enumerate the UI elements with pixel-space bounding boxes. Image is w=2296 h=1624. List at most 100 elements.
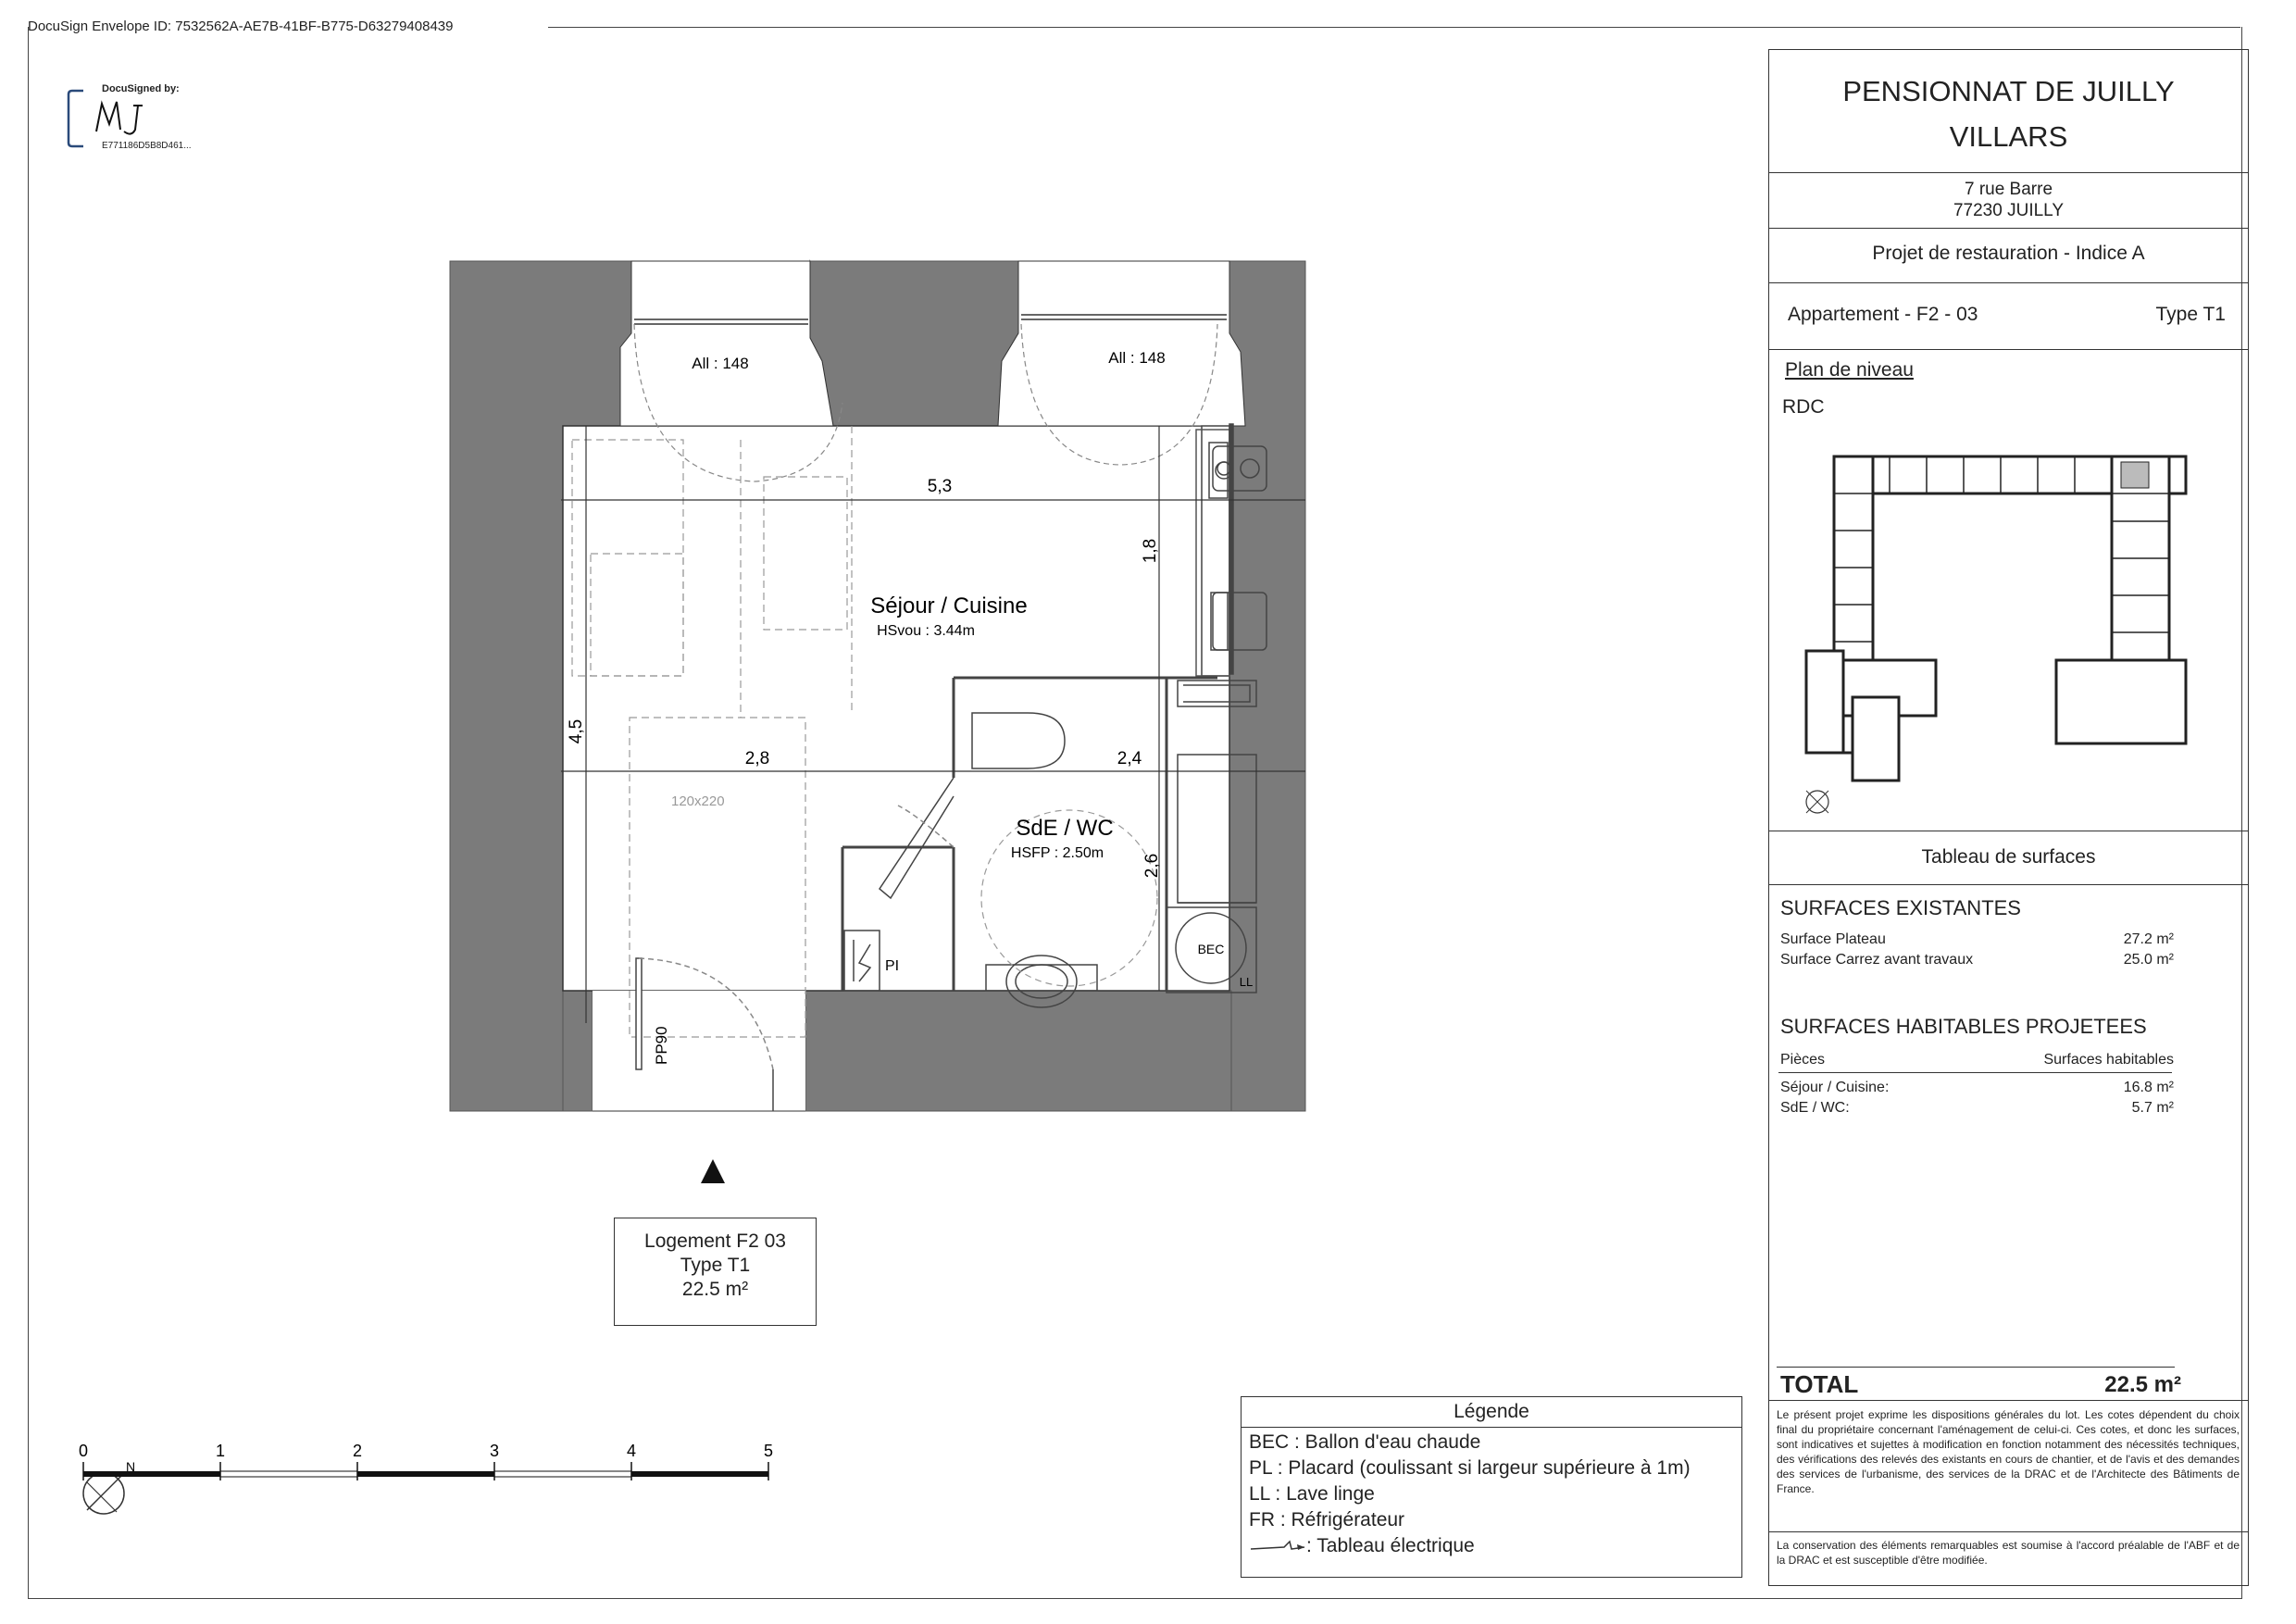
bathroom-sink [985, 955, 1098, 1008]
project-title-line2: VILLARS [1949, 120, 2068, 153]
pl-label: PI [885, 958, 899, 974]
apartment-label: Appartement - F2 - 03 [1788, 304, 1978, 325]
level-label: RDC [1782, 396, 1825, 418]
dim-right: 2,4 [1117, 749, 1142, 768]
legend-item-label: : Tableau électrique [1306, 1535, 1475, 1556]
legend-item: FR : Réfrigérateur [1249, 1509, 1405, 1530]
entrance-gap [593, 991, 805, 1111]
legend: Légende BEC : Ballon d'eau chaude PL : P… [1241, 1396, 1742, 1578]
scale-bar: 0 1 2 3 4 5 [56, 1430, 796, 1491]
scale-tick: 2 [353, 1442, 362, 1460]
existing-row-label: Surface Carrez avant travaux [1780, 952, 1974, 968]
key-plan-north-icon [1805, 790, 1829, 814]
room2-name: SdE / WC [1016, 816, 1113, 841]
apartment-type: Type T1 [2155, 304, 2227, 325]
key-plan [1804, 455, 2188, 814]
door-label: PP90 [653, 1026, 670, 1065]
key-plan-highlight [2120, 461, 2150, 489]
title-block: PENSIONNAT DE JUILLY VILLARS 7 rue Barre… [1768, 49, 2249, 1586]
room2-height: HSFP : 2.50m [1011, 845, 1104, 861]
placard [843, 930, 880, 992]
total-value: 22.5 m² [2104, 1372, 2181, 1397]
interior-floor [562, 425, 1230, 992]
unit-summary-box: Logement F2 03 Type T1 22.5 m² [614, 1218, 817, 1326]
projected-col1: Pièces [1780, 1052, 1826, 1068]
docusign-code: E771186D5B8D461... [102, 141, 192, 151]
scale-tick: 5 [764, 1442, 773, 1460]
scale-tick: 4 [627, 1442, 636, 1460]
projected-heading: SURFACES HABITABLES PROJETEES [1780, 1015, 2147, 1038]
projected-divider [1778, 1072, 2172, 1073]
plan-heading: Plan de niveau [1785, 359, 1914, 381]
signature-image [95, 100, 143, 135]
legend-heading: Légende [1242, 1397, 1741, 1428]
scale-tick: 1 [216, 1442, 225, 1460]
existing-heading: SURFACES EXISTANTES [1780, 896, 2021, 919]
bec-unit [1166, 906, 1257, 993]
existing-row-value: 25.0 m² [2123, 952, 2174, 968]
projected-row-value: 5.7 m² [2131, 1100, 2174, 1116]
docusign-bracket-icon [67, 89, 83, 148]
existing-row-value: 27.2 m² [2123, 931, 2174, 947]
project-phase: Projet de restauration - Indice A [1872, 243, 2145, 264]
total-label: TOTAL [1780, 1370, 1859, 1398]
entrance-door [635, 957, 774, 1111]
frame-top-line [548, 27, 2240, 28]
projected-row-label: Séjour / Cuisine: [1780, 1080, 1890, 1095]
wheelchair-turning-circle [980, 809, 1158, 987]
projected-row-label: SdE / WC: [1780, 1100, 1850, 1116]
window-bay-right [997, 260, 1246, 427]
unit-line3: 22.5 m² [681, 1279, 749, 1300]
bec-label: BEC [1198, 942, 1225, 956]
docusign-envelope-id: DocuSign Envelope ID: 7532562A-AE7B-41BF… [28, 19, 454, 34]
scale-bar-graphic: 0 1 2 3 4 5 [79, 1442, 773, 1480]
disclaimer-general: Le présent projet exprime les dispositio… [1777, 1408, 2240, 1495]
kitchen-counter [1195, 423, 1234, 677]
unit-line2: Type T1 [680, 1255, 751, 1276]
dim-width: 5,3 [928, 477, 952, 496]
total-divider [1777, 1367, 2175, 1368]
scale-tick: 0 [79, 1442, 88, 1460]
docusign-by: DocuSigned by: [102, 83, 180, 94]
wall-center [809, 260, 1019, 427]
docusign-stamp: DocuSigned by: E771186D5B8D461... [67, 83, 252, 157]
address-line2: 77230 JUILLY [1953, 201, 2064, 220]
title-block-surfaces-heading: Tableau de surfaces [1769, 831, 2248, 885]
electrical-panel-icon [1250, 1540, 1305, 1551]
bed-label: 120x220 [671, 793, 725, 809]
surfaces-table-heading: Tableau de surfaces [1921, 846, 2096, 868]
toilet [971, 712, 1066, 769]
legend-item-electrical: : Tableau électrique [1242, 1533, 1741, 1559]
dimension-lines [561, 426, 1305, 1023]
room1-name: Séjour / Cuisine [870, 593, 1027, 618]
projected-col2: Surfaces habitables [2043, 1052, 2174, 1068]
title-block-project: Projet de restauration - Indice A [1769, 229, 2248, 283]
project-title-line1: PENSIONNAT DE JUILLY [1842, 75, 2175, 107]
room1-height: HSvou : 3.44m [877, 623, 975, 639]
furniture-outlines [571, 426, 853, 1038]
window-right-label: All : 148 [1108, 349, 1165, 367]
title-block-header: PENSIONNAT DE JUILLY VILLARS [1769, 50, 2248, 173]
dim-left: 2,8 [745, 749, 769, 768]
dim-height: 4,5 [567, 719, 586, 743]
wall-bottom-right [805, 990, 1306, 1112]
legend-item: PL : Placard (coulissant si largeur supé… [1249, 1457, 1691, 1479]
shower [1177, 680, 1257, 904]
scale-tick: 3 [490, 1442, 499, 1460]
window-left-label: All : 148 [692, 355, 748, 372]
dim-bath: 2,6 [1142, 854, 1162, 878]
title-block-apartment: Appartement - F2 - 03 Type T1 [1769, 283, 2248, 350]
title-block-address: 7 rue Barre 77230 JUILLY [1769, 173, 2248, 229]
existing-row-label: Surface Plateau [1780, 931, 1886, 947]
address-line1: 7 rue Barre [1964, 180, 2053, 199]
entrance-arrow-icon [701, 1159, 725, 1183]
window-bay-left [619, 260, 834, 427]
cooktop-sink [1212, 445, 1267, 651]
title-block-surfaces: SURFACES EXISTANTES Surface Plateau 27.2… [1769, 885, 2248, 1422]
projected-row-value: 16.8 m² [2123, 1080, 2174, 1095]
title-block-keyplan: Plan de niveau RDC [1769, 350, 2248, 831]
legend-item: LL : Lave linge [1249, 1483, 1375, 1505]
sheet-frame [28, 27, 2242, 1599]
ll-label: LL [1240, 975, 1253, 989]
legend-item: BEC : Ballon d'eau chaude [1249, 1431, 1481, 1453]
